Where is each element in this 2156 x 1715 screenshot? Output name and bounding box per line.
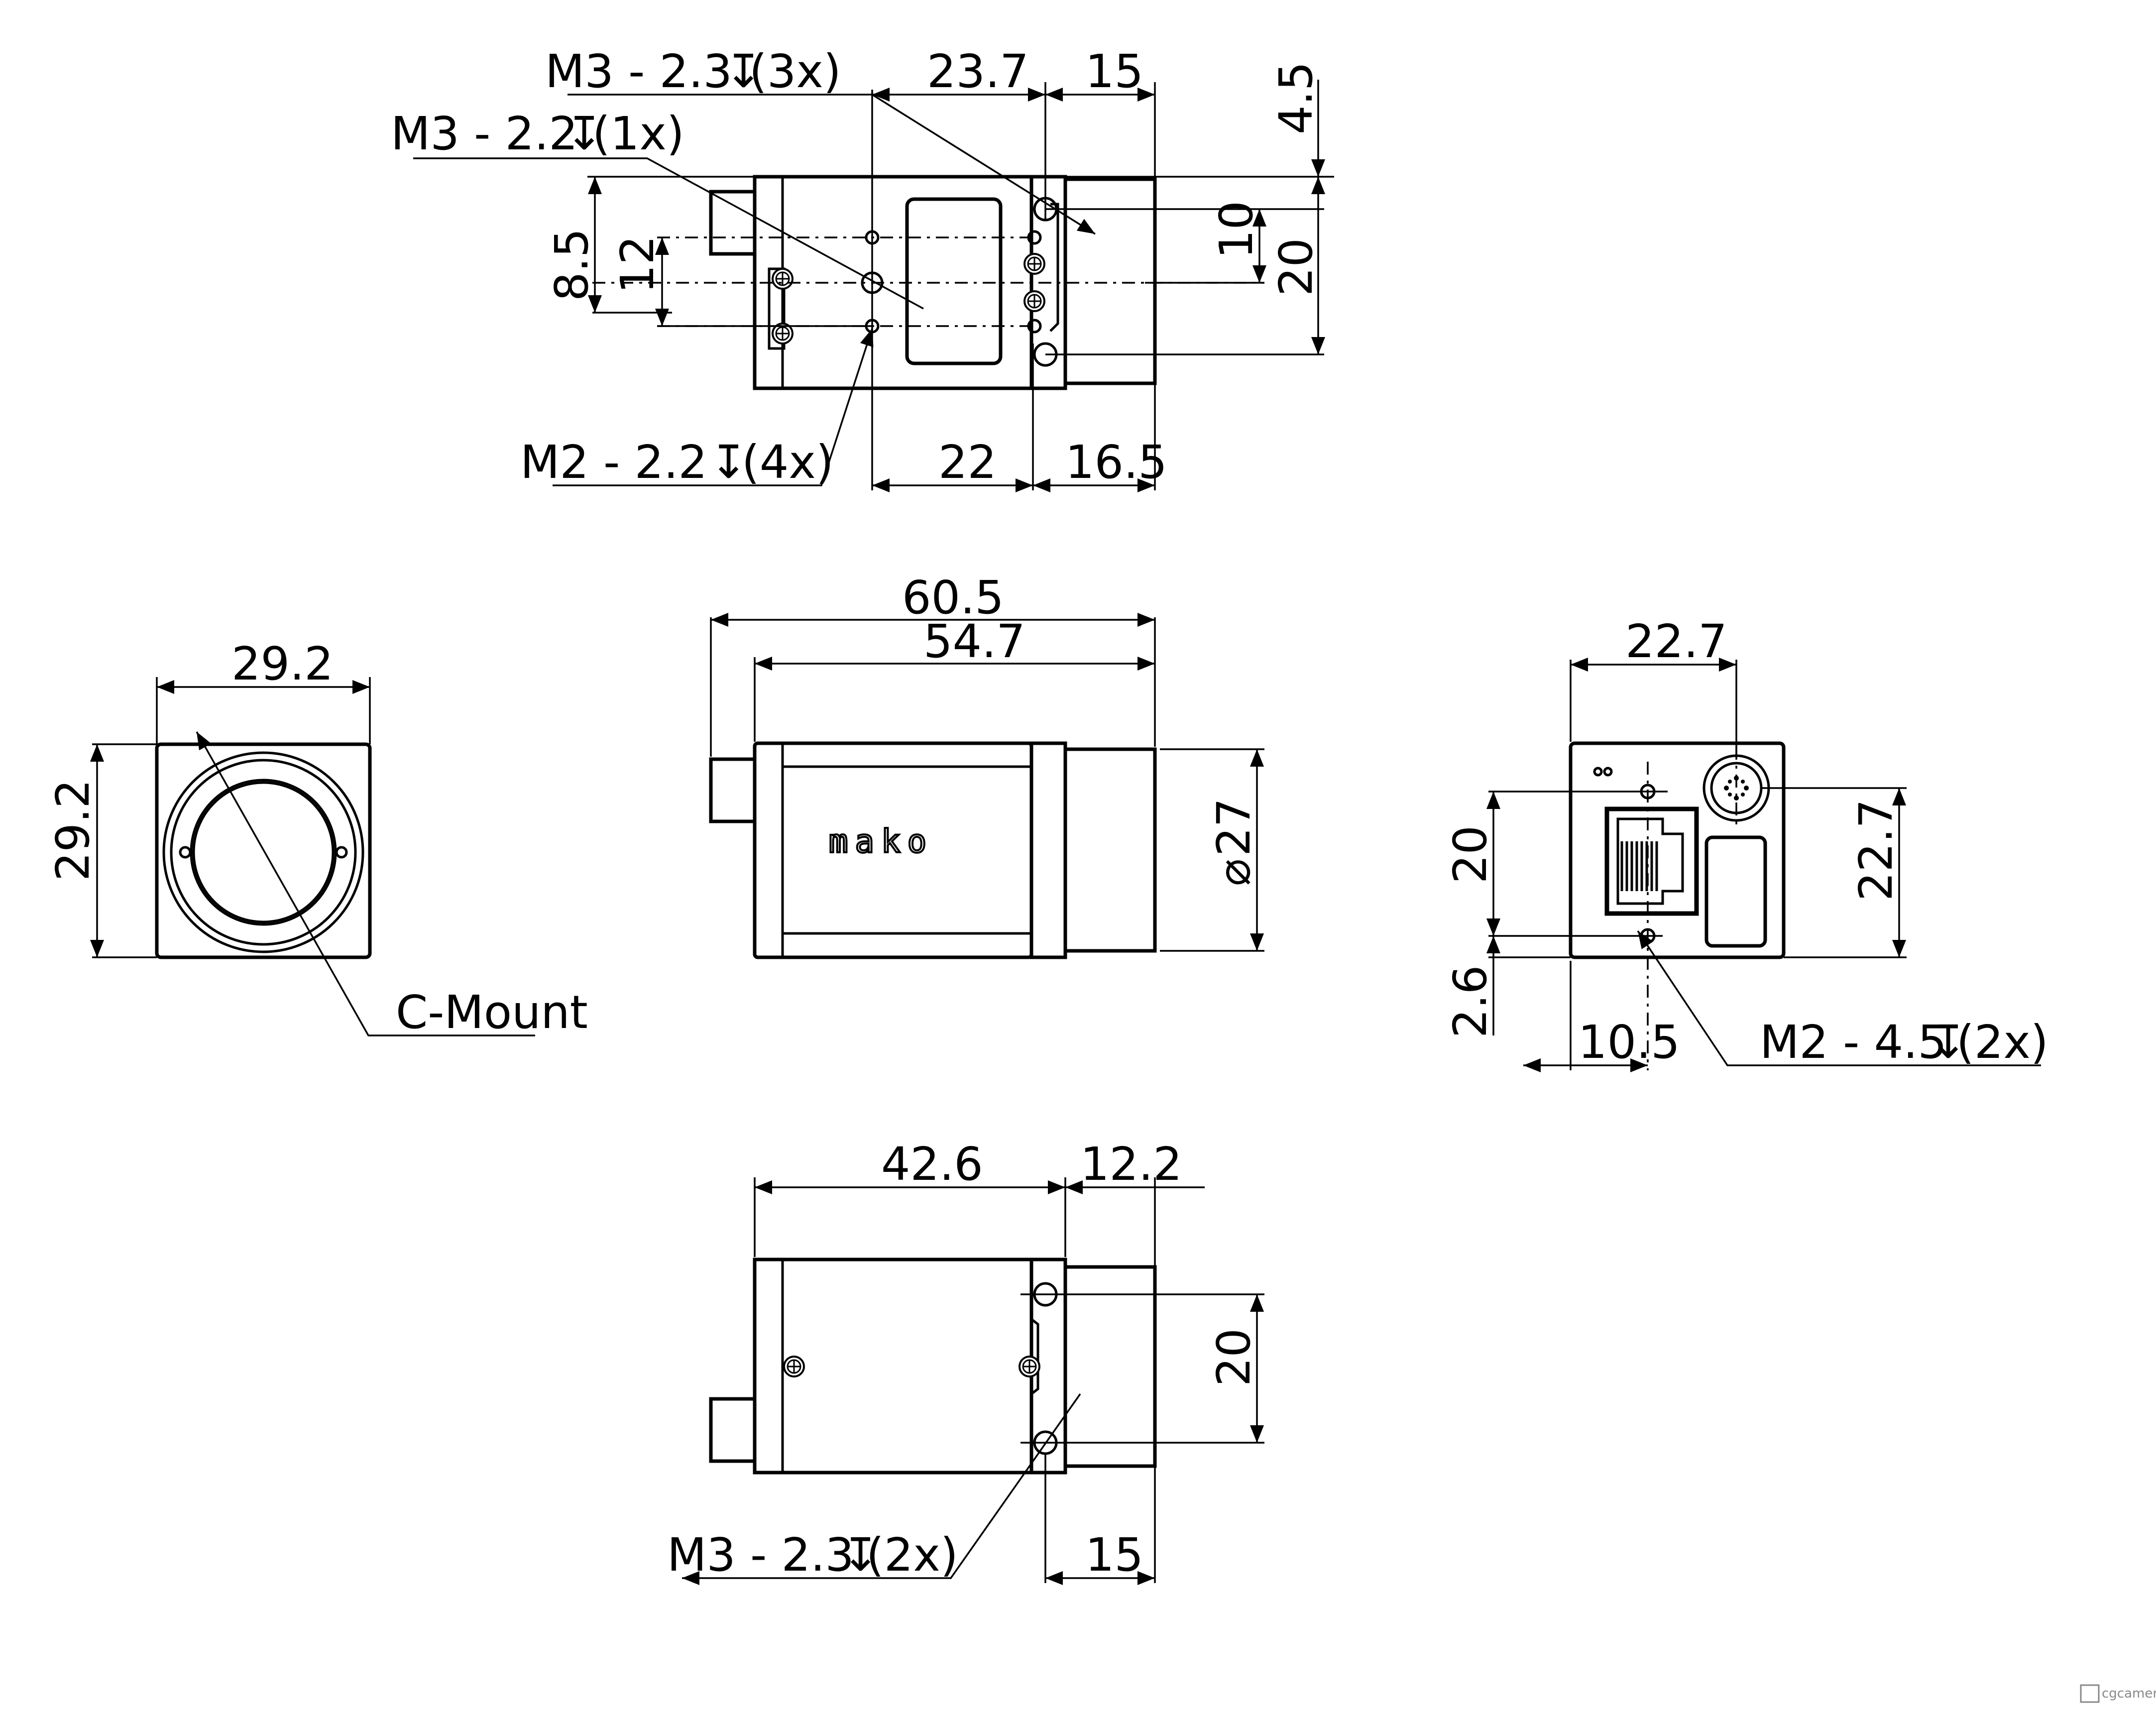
leader-m3-1x [413,157,924,310]
dim-20-bottom: 20 [1207,1328,1260,1386]
dim-dia-27: 27 [1207,798,1260,856]
mako-logo: mako [829,823,933,860]
top-screw-3 [1023,253,1045,275]
callout-m2-4x: M2 - 2.2 [520,436,707,489]
top-view: M3 - 2.3 ↧ (3x) M3 - 2.2 ↧ (1x) M2 - 2.2… [391,45,1334,492]
leader-m3-2x [682,1393,1081,1585]
bottom-view: 42.6 12.2 20 15 M3 - 2.3 ↧ (2x) [667,1138,1264,1585]
side-front-ring [1029,741,1067,959]
watermark: cgcamera [2080,1684,2156,1703]
callout-m3-2x-qty: (2x) [866,1528,958,1582]
depth-symbol: ↧ [724,45,763,98]
front-view: 29.2 29.2 C-Mount [46,637,588,1039]
back-view: 22.7 20 22.7 2.6 10.5 M2 - 4.5 ↧ (2x) [1444,615,2048,1072]
dim-4-5: 4.5 [1269,62,1323,134]
leader-m2-4x [553,328,874,486]
dim-42-6: 42.6 [881,1138,983,1191]
back-label-window [1704,835,1767,948]
dim-22: 22 [938,436,997,489]
side-view: mako 60.5 54.7 ⌀ 27 [709,571,1264,959]
dim-15-top: 15 [1085,45,1143,98]
depth-symbol: ↧ [841,1528,880,1582]
leader-m2-2x [1637,930,2041,1066]
dim-2-6: 2.6 [1444,965,1497,1038]
leader-c-mount [196,731,535,1036]
callout-m3-3x-qty: (3x) [749,45,841,98]
front-mount-outer [162,751,364,953]
dim-29-2-width: 29.2 [231,637,334,690]
dim-54-7: 54.7 [923,615,1025,668]
front-mount-bore [192,781,335,923]
front-mount-ring [170,759,357,946]
side-connector-stub [709,757,757,823]
bottom-connector-stub [709,1397,757,1463]
diameter-symbol: ⌀ [1207,859,1260,886]
dim-16-5: 16.5 [1065,436,1167,489]
callout-m3-1x-qty: (1x) [592,107,684,160]
dim-20-top: 20 [1269,238,1323,296]
callout-m2-4x-qty: (4x) [742,436,834,489]
dim-12: 12 [611,235,664,294]
dim-22-7-height: 22.7 [1849,799,1903,901]
watermark-text: cgcamera [2102,1686,2156,1701]
label-c-mount: C-Mount [396,986,588,1039]
dim-60-5: 60.5 [902,571,1004,624]
ethernet-pins [1620,841,1658,891]
callout-m2-2x: M2 - 4.5 [1760,1016,1947,1069]
top-lens-mount [1063,177,1157,385]
front-mount-hole-left [179,846,192,859]
top-screw-1 [772,268,794,290]
callout-m3-1x: M3 - 2.2 [391,107,578,160]
front-mount-hole-right [335,846,348,859]
top-label-window [905,197,1003,365]
top-screw-4 [1023,290,1045,312]
depth-symbol: ↧ [565,107,603,160]
dim-20-back: 20 [1444,825,1497,884]
dim-22-7-width: 22.7 [1625,615,1727,668]
bottom-screw-2 [1019,1356,1040,1377]
dim-10: 10 [1210,201,1263,259]
back-led-2 [1603,767,1613,777]
depth-symbol: ↧ [1929,1016,1967,1069]
depth-symbol: ↧ [709,436,748,489]
callout-m3-3x: M3 - 2.3 [545,45,732,98]
callout-m2-2x-qty: (2x) [1956,1016,2048,1069]
dim-29-2-height: 29.2 [46,779,100,881]
leader-m3-3x [567,94,1096,235]
bottom-lens-mount [1063,1265,1157,1468]
back-led-1 [1593,767,1603,777]
top-connector-stub [709,190,757,256]
dim-10-5: 10.5 [1578,1016,1680,1069]
dim-12-2: 12.2 [1080,1138,1182,1191]
callout-m3-2x: M3 - 2.3 [667,1528,854,1582]
side-lens-mount [1063,747,1157,953]
dim-8-5: 8.5 [545,229,598,301]
bottom-screw-1 [783,1356,805,1377]
dim-23-7: 23.7 [927,45,1029,98]
dim-15-bottom: 15 [1085,1528,1143,1582]
